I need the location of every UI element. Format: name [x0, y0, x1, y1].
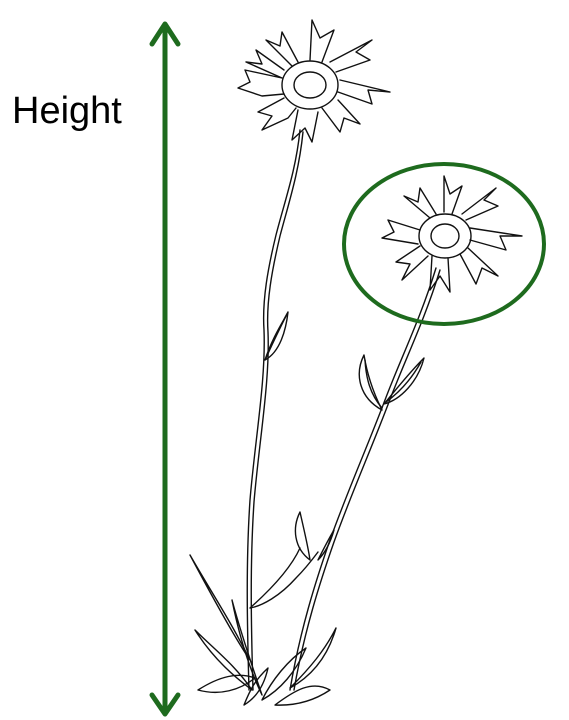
bud-wrap [250, 548, 318, 608]
top-flower-petals [238, 20, 390, 142]
top-flower-disk [282, 61, 338, 109]
short-stem [290, 268, 436, 690]
basal-leaf-6 [290, 628, 336, 688]
basal-leaf-3 [198, 675, 255, 692]
tall-stem [247, 130, 300, 690]
second-flower-petals [382, 176, 522, 292]
bud-leaf-2 [318, 530, 334, 560]
basal-leaf-1 [190, 555, 250, 660]
basal-leaf-5 [262, 648, 306, 700]
basal-leaf-7 [275, 686, 330, 705]
height-arrow [152, 24, 178, 714]
plant-drawing [190, 20, 522, 705]
short-stem-inner [294, 270, 440, 690]
tall-stem-leaf-vein [266, 314, 287, 358]
top-flower-center [294, 72, 326, 98]
second-flower-disk [419, 214, 471, 258]
top-flower [238, 20, 390, 142]
second-flower-center [431, 224, 459, 248]
second-flower [382, 176, 522, 292]
short-stem-leaf-left [359, 355, 382, 410]
